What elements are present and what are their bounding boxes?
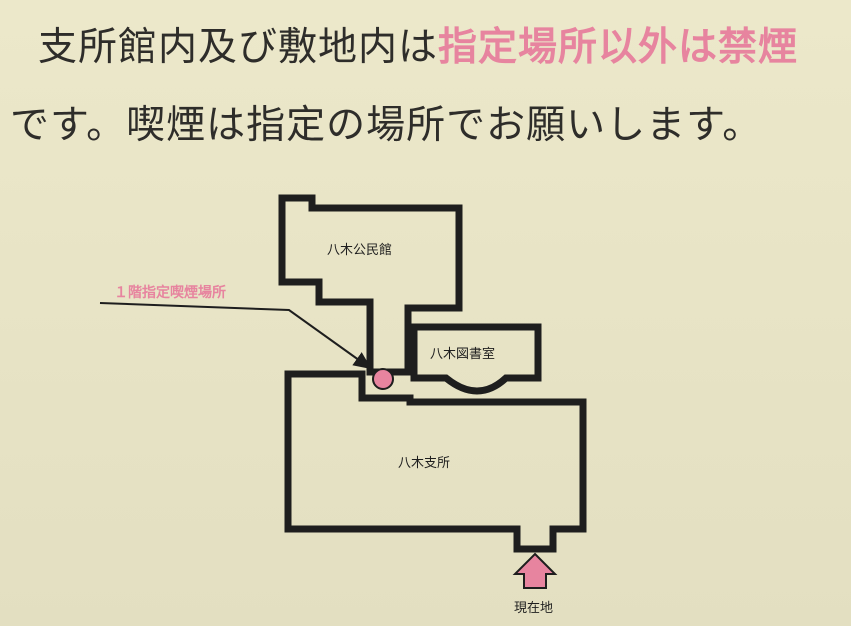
kominkan-building bbox=[278, 194, 463, 376]
library-label: 八木図書室 bbox=[430, 346, 495, 362]
shisho-label: 八木支所 bbox=[398, 456, 450, 471]
notice-line-2: です。喫煙は指定の場所でお願いします。 bbox=[10, 103, 763, 148]
smoking-area-marker bbox=[372, 368, 394, 390]
notice-emphasis-text: 指定場所以外は禁煙 bbox=[438, 25, 799, 70]
smoking-area-leader-line bbox=[99, 302, 372, 370]
smoking-area-label: １階指定喫煙場所 bbox=[114, 284, 226, 301]
library-room bbox=[410, 323, 542, 395]
notice-prefix-text: 支所館内及び敷地内は bbox=[38, 25, 439, 70]
current-location-label: 現在地 bbox=[514, 601, 553, 616]
notice-line-1: 支所館内及び敷地内は指定場所以外は禁煙 bbox=[38, 22, 798, 74]
kominkan-label: 八木公民館 bbox=[327, 243, 392, 258]
current-location-arrow-icon bbox=[512, 552, 558, 589]
shisho-building bbox=[284, 370, 587, 553]
